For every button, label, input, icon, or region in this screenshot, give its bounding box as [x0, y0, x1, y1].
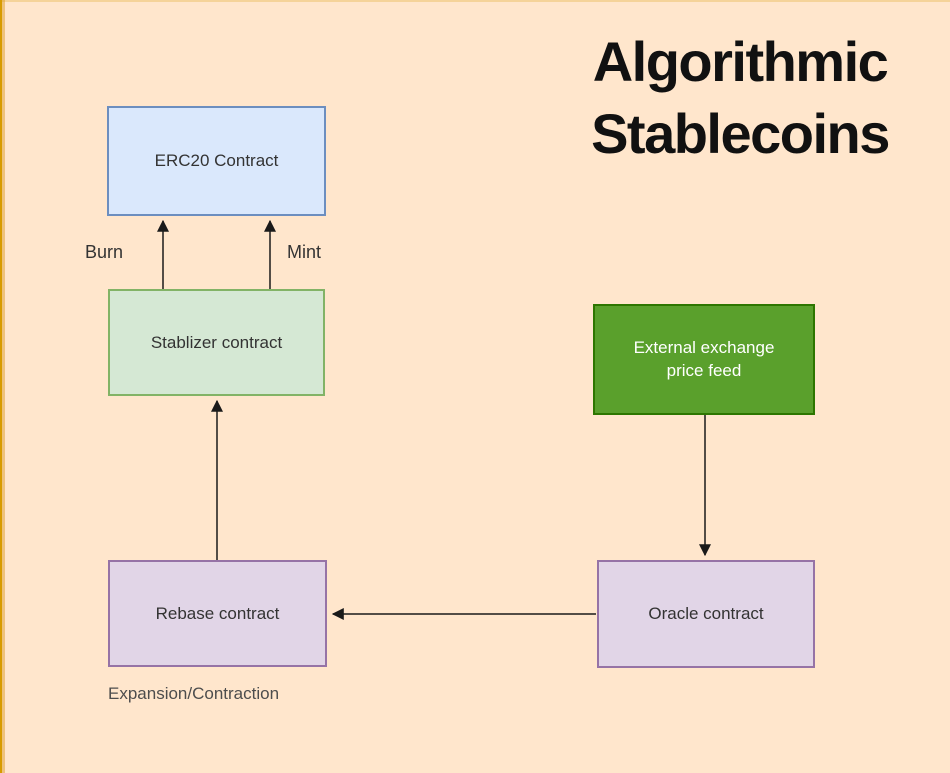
node-stablizer-contract-label: Stablizer contract	[150, 332, 283, 352]
node-oracle-contract: Oracle contract	[597, 560, 815, 668]
page-title: Algorithmic Stablecoins	[545, 26, 935, 169]
node-stablizer-contract: Stablizer contract	[108, 289, 325, 396]
edge-label-burn: Burn	[85, 242, 124, 262]
page-title-line2: Stablecoins	[591, 101, 890, 165]
page-title-line1: Algorithmic	[592, 30, 889, 93]
node-rebase-contract: Rebase contract	[108, 560, 327, 667]
node-external-exchange-price-feed-label: External exchange price feed	[633, 338, 775, 380]
canvas-top-border	[0, 0, 950, 2]
node-external-exchange-price-feed: External exchange price feed	[593, 304, 815, 415]
edge-label-mint: Mint	[287, 242, 322, 262]
node-oracle-contract-label: Oracle contract	[648, 604, 764, 623]
edge-label-expansion-contraction: Expansion/Contraction	[108, 684, 280, 703]
node-rebase-contract-label: Rebase contract	[155, 603, 280, 623]
node-erc20-contract: ERC20 Contract	[107, 106, 326, 216]
node-erc20-contract-label: ERC20 Contract	[154, 151, 279, 170]
canvas-left-border	[0, 0, 5, 773]
